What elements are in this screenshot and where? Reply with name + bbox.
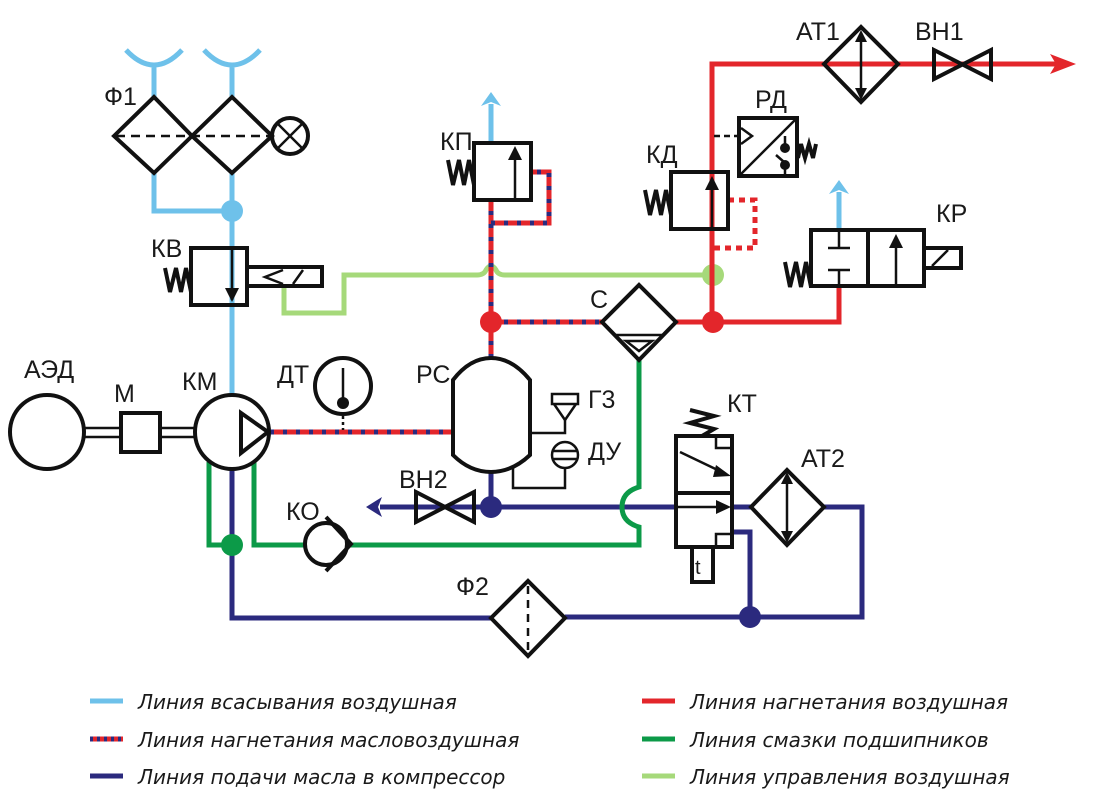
valve-kd: КД xyxy=(643,141,730,231)
label-kt: КТ xyxy=(727,390,757,418)
check-valve-ko: КО xyxy=(286,498,354,573)
oil-air-junction-dot xyxy=(480,311,502,333)
label-f2: Ф2 xyxy=(456,573,489,601)
legend-label: Линия подачи масла в компрессор xyxy=(137,765,505,789)
label-rs: РС xyxy=(416,361,450,389)
coupling-m: М xyxy=(84,380,195,454)
thermostatic-valve-kt: t КТ xyxy=(674,390,757,584)
spring-icon xyxy=(682,408,722,438)
legend-item-suction-air: Линия всасывания воздушная xyxy=(90,690,457,714)
label-m: М xyxy=(114,380,135,408)
label-aed: АЭД xyxy=(24,356,74,384)
temperature-sensor-dt: ДТ xyxy=(277,356,373,430)
label-km: КМ xyxy=(182,368,217,396)
label-f1: Ф1 xyxy=(104,83,137,111)
legend-label: Линия смазки подшипников xyxy=(689,728,989,752)
legend-item-oil-air-discharge: Линия нагнетания масловоздушная xyxy=(90,728,519,752)
indicator-lamp-icon xyxy=(270,116,310,156)
valve-kp: КП xyxy=(440,128,533,202)
discharge-junction-dot xyxy=(702,311,724,333)
label-dt: ДТ xyxy=(277,361,309,389)
label-vn1: ВН1 xyxy=(915,18,964,46)
spring-icon xyxy=(783,261,813,288)
legend-item-oil-feed: Линия подачи масла в компрессор xyxy=(90,765,505,789)
label-kv: КВ xyxy=(151,235,182,263)
label-s: С xyxy=(590,286,608,314)
filter-f1: Ф1 xyxy=(104,83,310,176)
filler-gz: Г3 xyxy=(530,386,615,435)
label-gz: Г3 xyxy=(588,386,615,414)
label-ko: КО xyxy=(286,498,320,526)
valve-kr: КР xyxy=(783,200,967,288)
label-at1: АТ1 xyxy=(796,18,840,46)
solenoid-icon xyxy=(922,246,963,270)
spring-icon xyxy=(643,189,673,216)
label-rd: РД xyxy=(755,86,787,114)
legend-item-discharge-air: Линия нагнетания воздушная xyxy=(642,690,1008,714)
motor-aed: АЭД xyxy=(8,356,86,471)
legend-item-bearing-lube: Линия смазки подшипников xyxy=(642,728,989,752)
legend-label: Линия управления воздушная xyxy=(689,765,1010,789)
cooler-at2: АТ2 xyxy=(748,445,845,548)
pressure-switch-rd: РД xyxy=(714,86,818,178)
valve-vn1: ВН1 xyxy=(915,18,993,83)
compressor-km: КМ xyxy=(182,368,272,471)
oil-junction-dot-2 xyxy=(739,606,761,628)
discharge-air-lines xyxy=(676,54,1076,333)
suction-junction-dot xyxy=(221,200,243,222)
oil-air-discharge-lines xyxy=(270,169,602,435)
kp-exhaust-arrow-icon xyxy=(481,92,501,106)
label-du: ДУ xyxy=(588,438,621,466)
legend-label: Линия всасывания воздушная xyxy=(137,690,457,714)
oil-junction-dot-1 xyxy=(480,496,502,518)
thermo-element-icon xyxy=(690,545,715,584)
filter-f2: Ф2 xyxy=(456,573,568,659)
legend-item-control-air: Линия управления воздушная xyxy=(642,765,1010,789)
thermo-element-label: t xyxy=(695,557,701,579)
legend-label: Линия нагнетания воздушная xyxy=(689,690,1008,714)
level-gauge-du: ДУ xyxy=(511,438,621,490)
label-at2: АТ2 xyxy=(801,445,845,473)
label-kp: КП xyxy=(440,128,473,156)
spring-icon xyxy=(446,159,476,186)
spring-icon xyxy=(163,267,193,293)
receiver-rs: РС xyxy=(416,355,532,475)
cooler-at1: АТ1 xyxy=(796,18,901,105)
drain-arrow-icon xyxy=(366,497,382,517)
valve-vn2: ВН2 xyxy=(399,466,476,526)
solenoid-icon xyxy=(245,265,324,288)
valve-kv: КВ xyxy=(151,235,324,307)
label-vn2: ВН2 xyxy=(399,466,448,494)
outlet-arrow-icon xyxy=(1050,54,1076,74)
bearing-lube-lines xyxy=(206,360,642,556)
label-kd: КД xyxy=(646,141,678,169)
separator-s: С xyxy=(590,282,679,363)
legend-label: Линия нагнетания масловоздушная xyxy=(137,728,519,752)
legend: Линия всасывания воздушная Линия нагнета… xyxy=(90,690,1010,789)
lube-junction-dot xyxy=(221,534,243,556)
kr-exhaust-arrow-icon xyxy=(829,180,849,194)
label-kr: КР xyxy=(936,200,967,228)
spring-icon xyxy=(796,136,818,166)
oil-feed-lines xyxy=(229,470,865,628)
